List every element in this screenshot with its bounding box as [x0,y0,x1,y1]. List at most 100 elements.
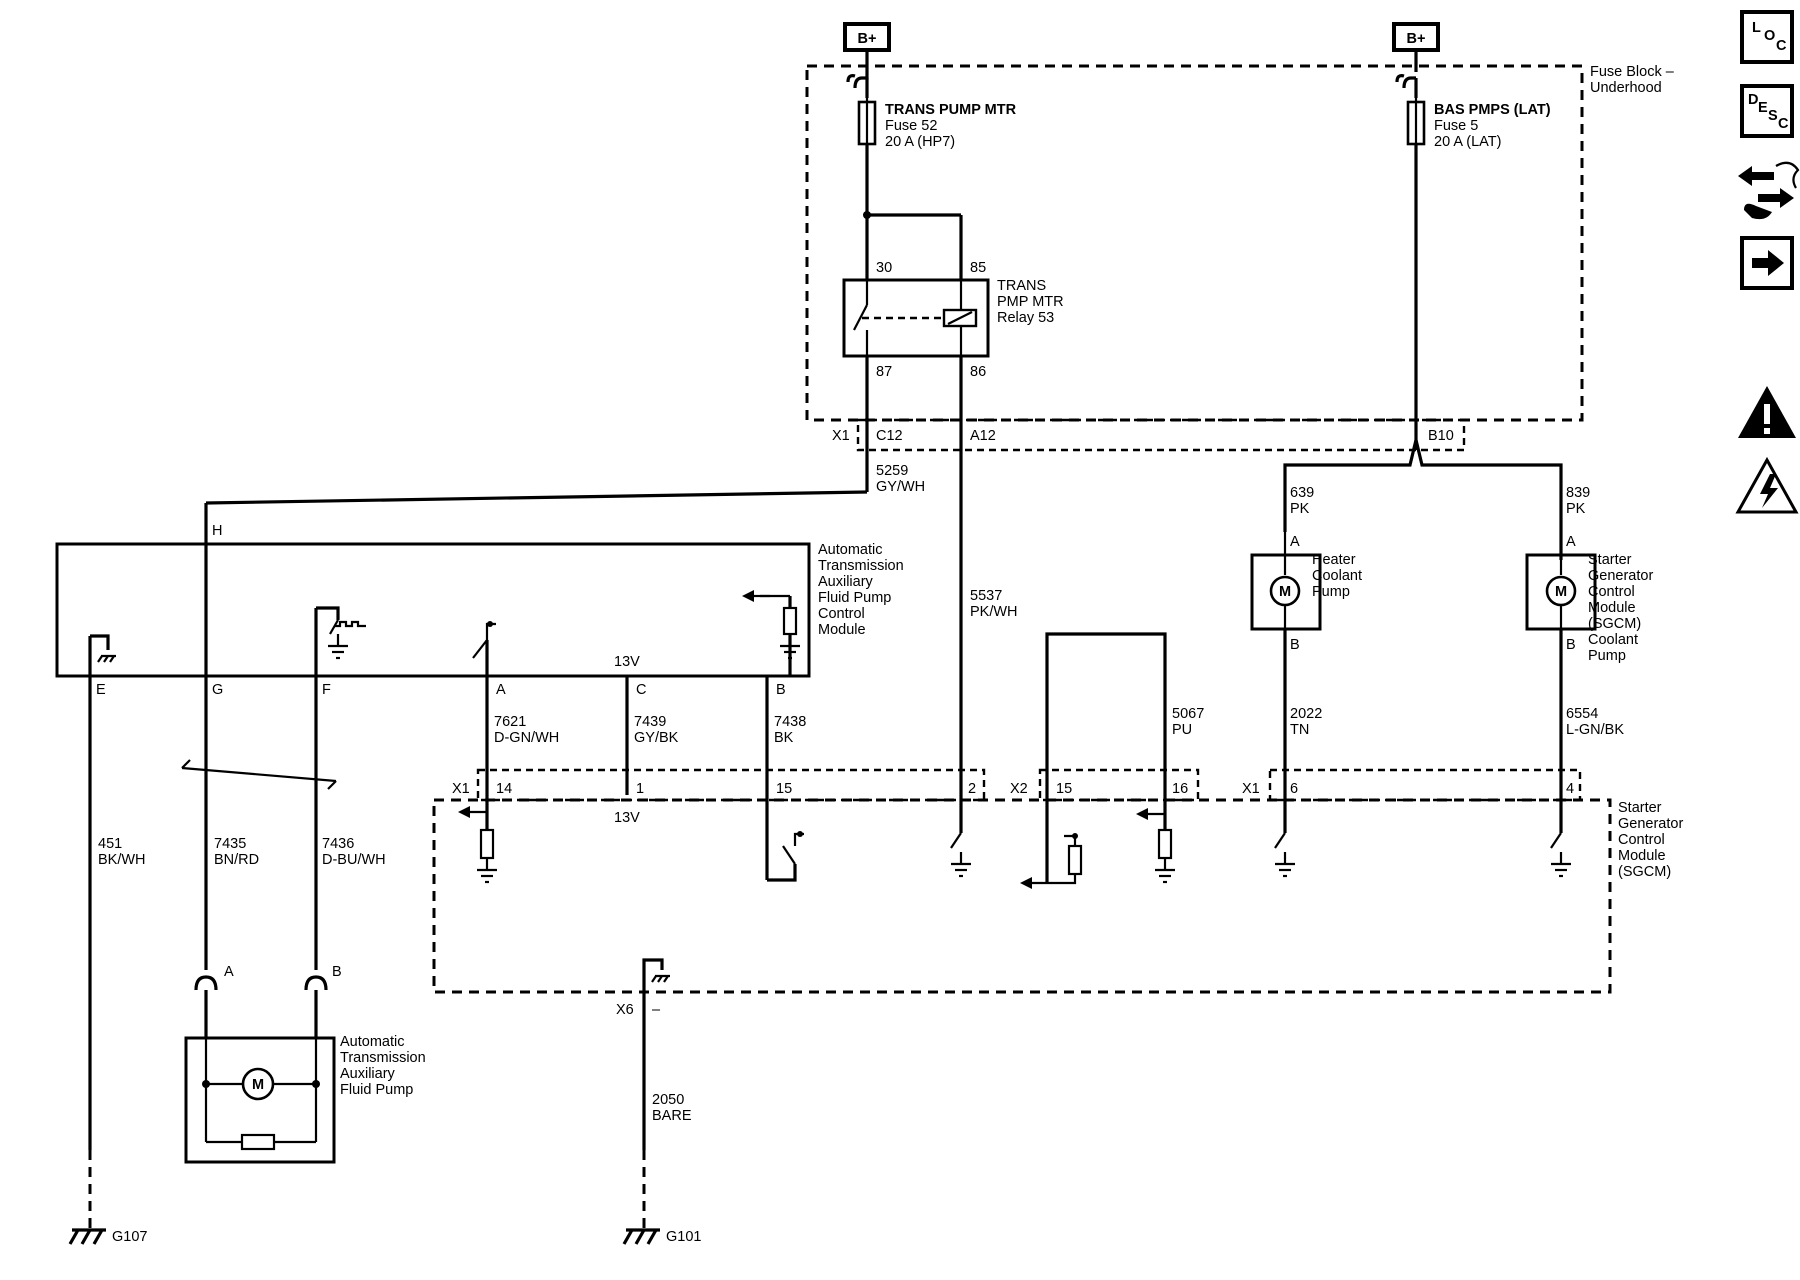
aux-fluid-pump [184,1036,336,1164]
sgcm-pin2-switch [950,832,971,878]
svg-text:D: D [1748,92,1758,108]
wire-2022-num: 2022 [1290,706,1322,722]
aux-pin-b: B [776,682,786,698]
cavity-c12: C12 [876,428,903,444]
fuse5-label-2: Fuse 5 [1434,118,1478,134]
power-source-left: B+ [843,22,891,52]
wire-6554-color: L-GN/BK [1566,722,1624,738]
fluid-pump-label-4: Fluid Pump [340,1082,413,1098]
wire-7436-num: 7436 [322,836,354,852]
sgcm-pump-pin-b: B [1566,637,1576,653]
fuse5-label-3: 20 A (LAT) [1434,134,1501,150]
sgcm-x6-ground [642,958,670,1150]
sgcm-label-2: Generator [1618,816,1683,832]
cavity-b10: B10 [1428,428,1454,444]
wire-639-num: 639 [1290,485,1314,501]
sgcm-pump-label-5: (SGCM) [1588,616,1641,632]
fuse5-label-1: BAS PMPS (LAT) [1434,102,1551,118]
sgcm-pump-label-6: Coolant [1588,632,1638,648]
relay-53 [842,278,990,358]
fluid-pump-label-2: Transmission [340,1050,426,1066]
aux-pin-g: G [212,682,223,698]
sgcm-x2: X2 [1010,781,1028,797]
wire-7438-num: 7438 [774,714,806,730]
sgcm-pump-label-2: Generator [1588,568,1653,584]
electrical-hazard-icon[interactable] [1735,456,1799,514]
svg-text:L: L [1752,20,1761,36]
sgcm-x2-pin16-pulldown [1136,808,1175,884]
wire-7621-color: D-GN/WH [494,730,559,746]
sgcm-x1-1: 1 [636,781,644,797]
aux-pin-c: C [636,682,646,698]
relay-pin-85: 85 [970,260,986,276]
fluid-pump-motor-icon [241,1067,275,1101]
loc-icon[interactable]: L O C [1740,10,1794,64]
aux-pin-e: E [96,682,106,698]
next-arrow-icon[interactable] [1740,236,1794,290]
relay-pin-30: 30 [876,260,892,276]
wrench-arrows-icon[interactable] [1738,161,1800,220]
wire-2050-num: 2050 [652,1092,684,1108]
sgcm-pin14-pulldown [458,806,497,884]
sgcm-x1-6: 6 [1290,781,1298,797]
aux-module-label-4: Fluid Pump [818,590,891,606]
heater-pump-pin-b: B [1290,637,1300,653]
aux-module-label-5: Control [818,606,865,622]
sgcm-x2-pin15-pullup [1020,833,1083,889]
sgcm-x1: X1 [452,781,470,797]
aux-module-label-1: Automatic [818,542,882,558]
svg-text:S: S [1768,108,1778,124]
heater-pump-label-2: Coolant [1312,568,1362,584]
power-source-right: B+ [1392,22,1440,52]
aux-pump-control-module [55,542,811,678]
sgcm-x6: X6 [616,1002,634,1018]
sgcm-x1-4: 4 [1566,781,1574,797]
wire-5537-num: 5537 [970,588,1002,604]
warning-icon[interactable] [1738,386,1796,438]
aux-switch-a [472,621,496,676]
fluid-pump-pin-b: B [332,964,342,980]
sgcm-pin6-switch [1274,832,1295,878]
wire-2050-color: BARE [652,1108,692,1124]
wire-839-color: PK [1566,501,1586,517]
sgcm-x1-2: 2 [968,781,976,797]
wire-6554-num: 6554 [1566,706,1598,722]
svg-text:G101: G101 [666,1229,701,1245]
wire-7435-color: BN/RD [214,852,259,868]
desc-icon[interactable]: D E S C [1740,84,1794,138]
sgcm-pump-label-7: Pump [1588,648,1626,664]
aux-pin-f: F [322,682,331,698]
relay-label-3: Relay 53 [997,310,1054,326]
svg-text:C: C [1778,116,1789,132]
aux-pullup-b [742,590,800,676]
wire-451-color: BK/WH [98,852,146,868]
sgcm-x2-15: 15 [1056,781,1072,797]
relay-label-1: TRANS [997,278,1046,294]
sgcm-pin4-switch [1550,832,1571,878]
sgcm-x2-16: 16 [1172,781,1188,797]
aux-module-label-3: Auxiliary [818,574,874,590]
relay-pin-87: 87 [876,364,892,380]
fuse-block-title-1: Fuse Block – [1590,64,1675,80]
wire-5067-num: 5067 [1172,706,1204,722]
sgcm-x1-14: 14 [496,781,512,797]
sgcm-pump-pin-a: A [1566,534,1576,550]
fluid-pump-pin-a: A [224,964,234,980]
wire-639-color: PK [1290,501,1310,517]
wire-7621-num: 7621 [494,714,526,730]
wire-5067-color: PU [1172,722,1192,738]
fuse52-label-2: Fuse 52 [885,118,937,134]
sgcm-x6-pin: – [652,1002,661,1018]
sgcm-label-3: Control [1618,832,1665,848]
sgcm-pin15-switch [767,831,804,882]
wire-5537-color: PK/WH [970,604,1018,620]
sgcm-label-1: Starter [1618,800,1662,816]
wire-7439-num: 7439 [634,714,666,730]
aux-module-label-2: Transmission [818,558,904,574]
heater-pump-label-3: Pump [1312,584,1350,600]
aux-voltage: 13V [614,654,640,670]
svg-text:M: M [1279,584,1291,600]
fuse-block-x1: X1 [832,428,850,444]
aux-pin-h: H [212,523,222,539]
